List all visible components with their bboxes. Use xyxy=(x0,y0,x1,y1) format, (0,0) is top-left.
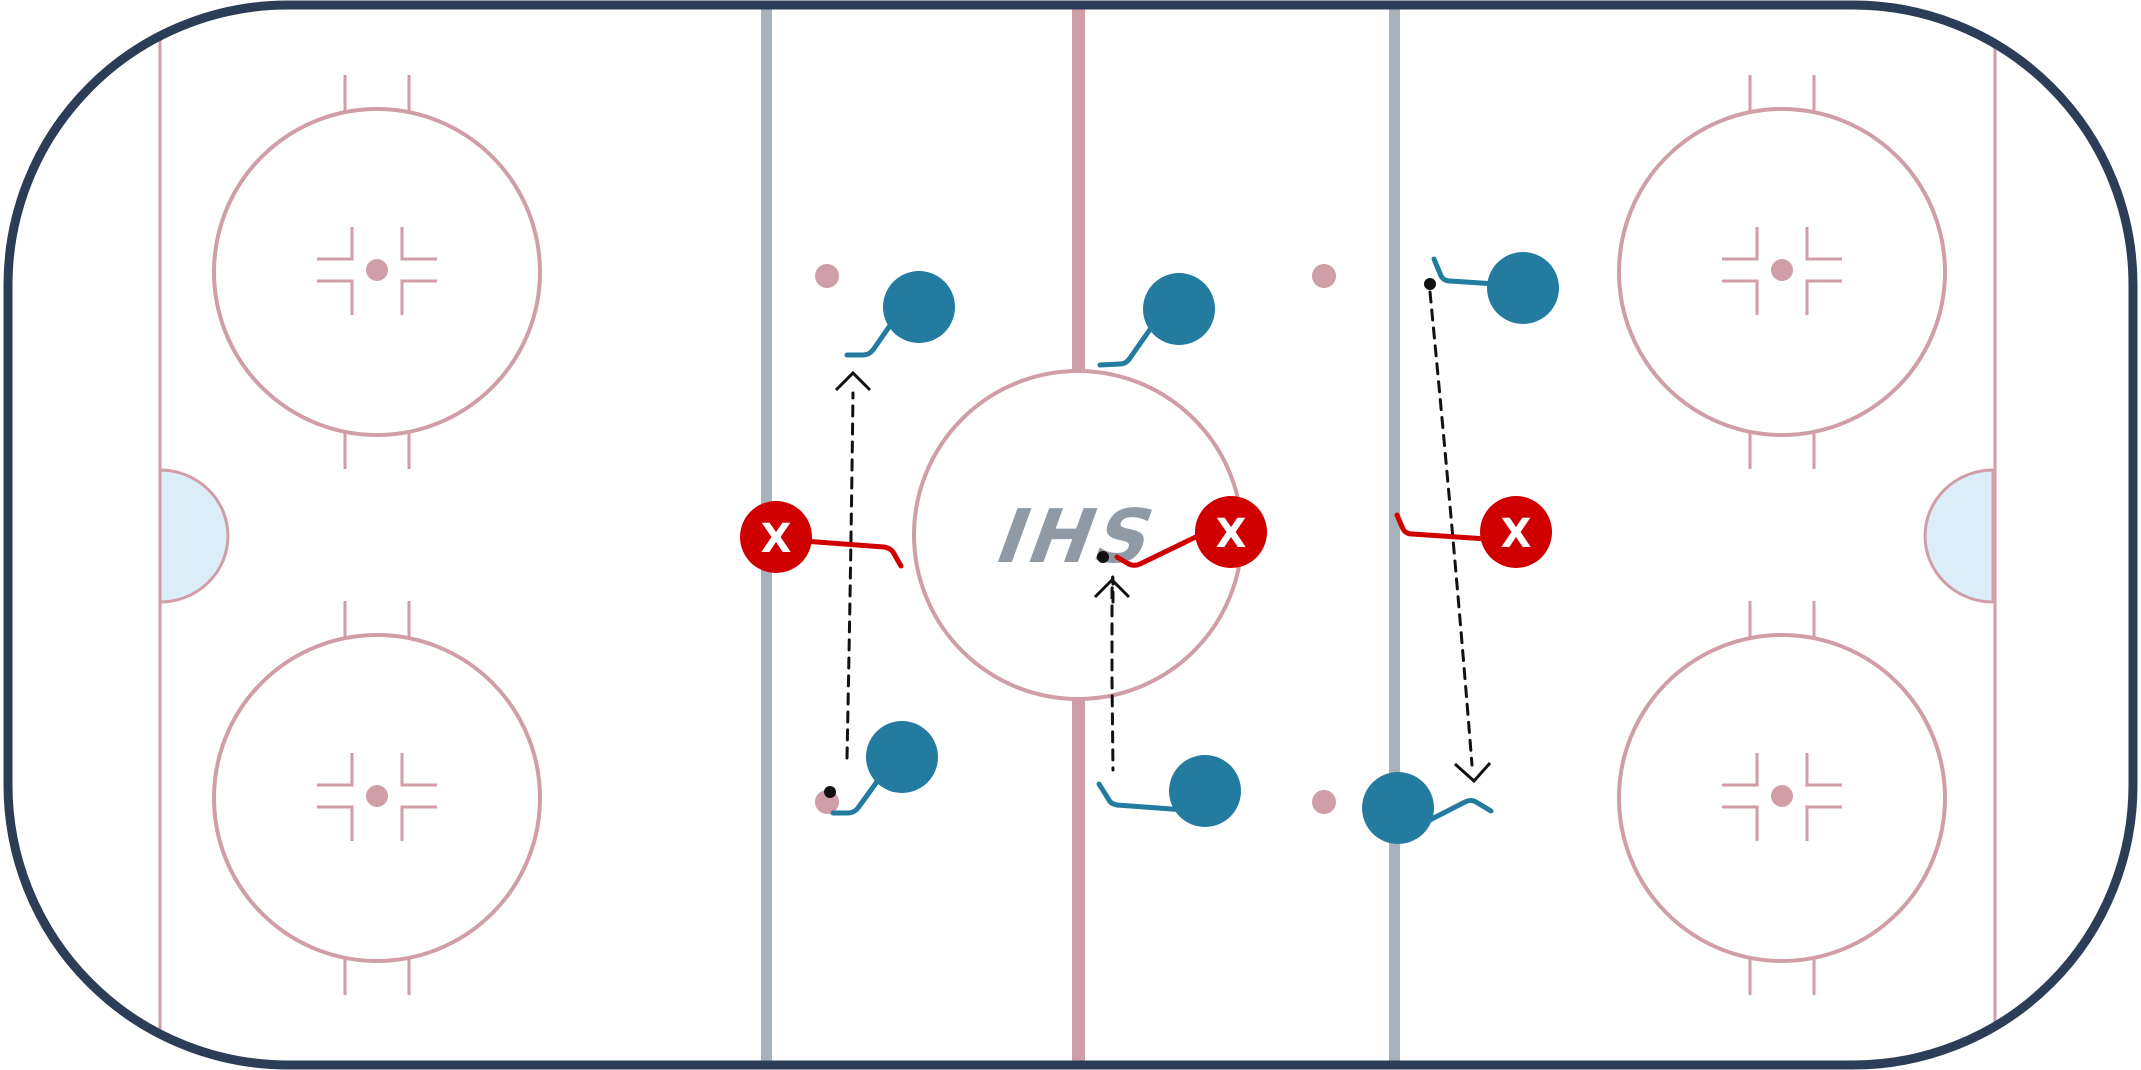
arrowhead-left xyxy=(834,370,872,392)
player-offense-right-top xyxy=(1487,252,1559,324)
pass-path-center xyxy=(1110,575,1115,772)
blue-line-right xyxy=(1389,5,1400,1065)
stick-right-bottom xyxy=(1417,798,1494,828)
pass-paths xyxy=(845,290,1474,772)
neutral-dot-bottom-right xyxy=(1312,790,1336,814)
stick-left-top xyxy=(844,311,901,358)
player-defense-center: X xyxy=(1195,496,1267,568)
pucks xyxy=(824,278,1436,798)
neutral-dot-top-left xyxy=(815,264,839,288)
center-ice-logo-text: IHS xyxy=(984,494,1170,580)
stick-left-bottom xyxy=(830,769,887,816)
stick-right-top xyxy=(1431,256,1499,287)
pass-path-right xyxy=(1428,290,1474,767)
hockey-sticks xyxy=(787,256,1505,828)
player-offense-center-top xyxy=(1143,273,1215,345)
stick-defender-center xyxy=(1114,530,1207,568)
player-defense-left-label: X xyxy=(761,516,792,562)
player-offense-center-bottom xyxy=(1169,755,1241,827)
puck-right xyxy=(1424,278,1436,290)
end-zone-faceoff-circles xyxy=(212,75,1947,995)
pass-path-left xyxy=(845,391,855,760)
puck-left xyxy=(824,786,836,798)
stick-center-top xyxy=(1097,315,1161,368)
player-offense-left-top xyxy=(883,271,955,343)
goal-crease-right xyxy=(1923,468,1995,604)
player-defense-left: X xyxy=(740,501,812,573)
arrowhead-right xyxy=(1453,762,1492,784)
path-arrowheads xyxy=(834,370,1492,784)
player-defense-right: X xyxy=(1480,496,1552,568)
stick-defender-left xyxy=(787,537,904,569)
player-defense-center-label: X xyxy=(1216,511,1247,557)
rink-boards xyxy=(3,0,2138,1070)
player-offense-left-bottom xyxy=(866,721,938,793)
faceoff-circle-top-left xyxy=(212,75,542,469)
faceoff-circle-bottom-right xyxy=(1617,601,1947,995)
player-defense-right-label: X xyxy=(1501,511,1532,557)
faceoff-circle-top-right xyxy=(1617,75,1947,469)
goal-crease-left xyxy=(158,468,230,604)
faceoff-circle-bottom-left xyxy=(212,601,542,995)
offensive-players xyxy=(866,252,1559,844)
neutral-dot-top-right xyxy=(1312,264,1336,288)
center-ice-logo: IHS xyxy=(984,494,1170,580)
stick-defender-right xyxy=(1394,512,1505,543)
arrowhead-center xyxy=(1093,577,1131,599)
player-offense-right-bottom xyxy=(1362,772,1434,844)
puck-center xyxy=(1097,551,1109,563)
stick-center-bottom xyxy=(1096,781,1188,813)
